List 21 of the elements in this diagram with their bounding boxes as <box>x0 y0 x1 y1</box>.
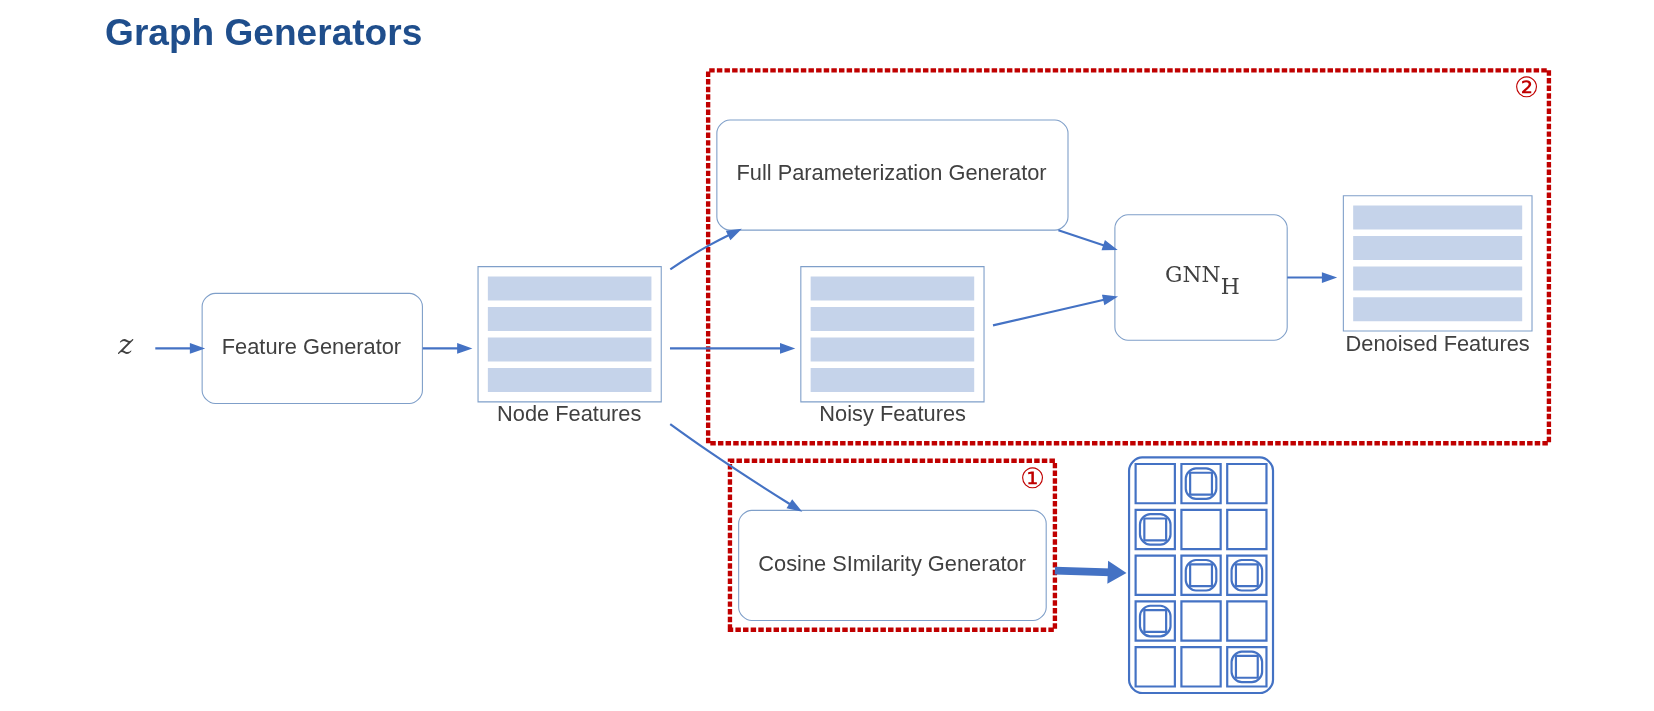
node-label: Denoised Features <box>1345 330 1530 356</box>
diagram-title: Graph Generators <box>105 11 423 54</box>
arrow <box>670 343 796 354</box>
picture <box>1128 456 1275 695</box>
arrow <box>1287 272 1338 283</box>
arrow <box>992 294 1119 327</box>
node-label: Noisy Features <box>819 401 966 427</box>
node-box: Cosine SImilarity Generator <box>738 509 1047 622</box>
node-box <box>477 266 662 403</box>
node-box: Feature Generator <box>201 292 423 405</box>
arrow <box>1054 560 1127 584</box>
node-box <box>800 266 985 403</box>
arrow <box>1058 229 1118 251</box>
node-label: Node Features <box>497 401 642 427</box>
node-box: Full Parameterization Generator <box>716 119 1069 231</box>
node-text: z <box>118 328 134 362</box>
arrow <box>669 423 803 512</box>
node-box <box>1342 195 1533 332</box>
arrow <box>422 343 473 354</box>
arrow <box>155 343 206 354</box>
arrow <box>669 228 742 271</box>
